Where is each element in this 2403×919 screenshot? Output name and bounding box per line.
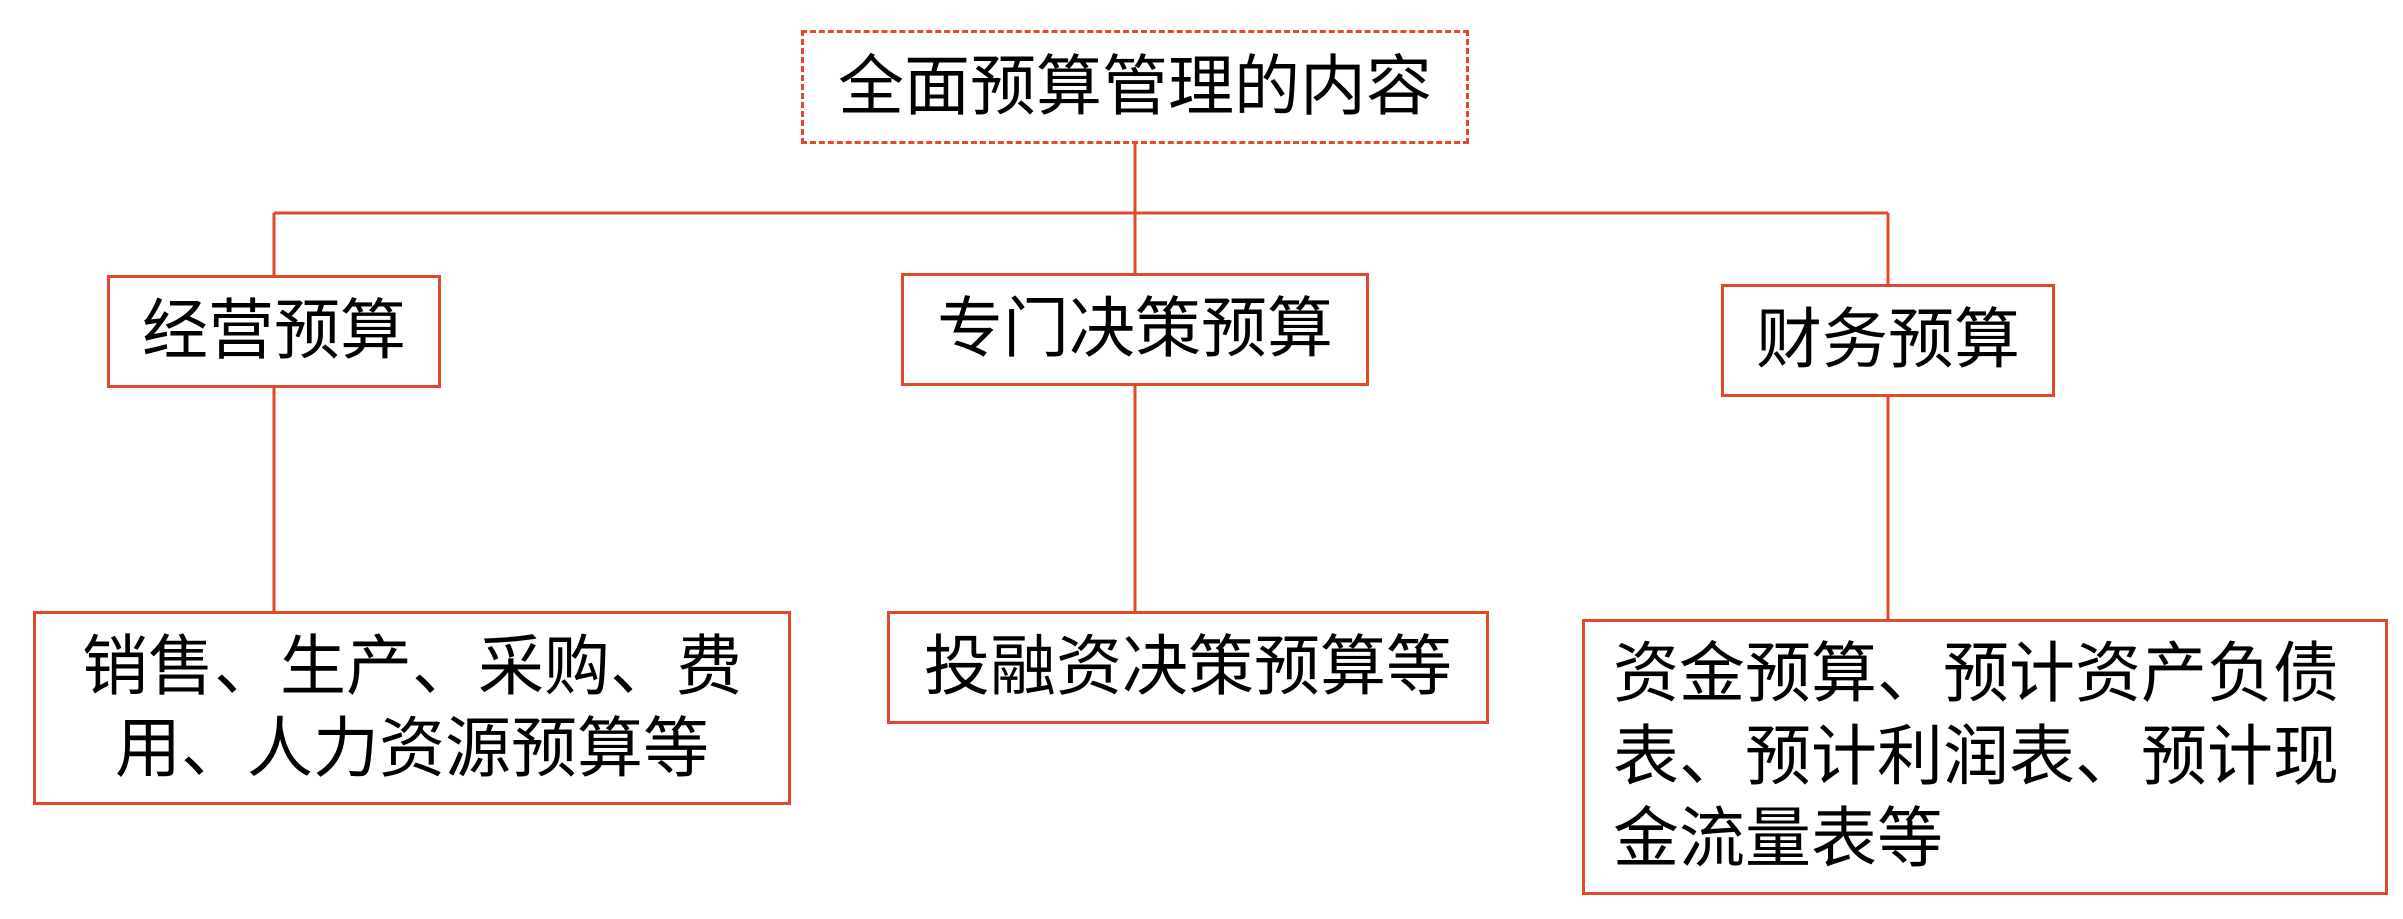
category-label: 经营预算 (142, 292, 406, 370)
detail-text: 资金预算、预计资产负债表、预计利润表、预计现金流量表等 (1613, 635, 2339, 878)
root-label: 全面预算管理的内容 (838, 47, 1432, 125)
detail-node-financial-budget: 资金预算、预计资产负债表、预计利润表、预计现金流量表等 (1582, 619, 2388, 895)
category-node-financial-budget: 财务预算 (1721, 284, 2055, 397)
detail-text: 投融资决策预算等 (924, 628, 1452, 706)
category-label: 财务预算 (1756, 301, 2020, 379)
detail-node-operating-budget: 销售、生产、采购、费用、人力资源预算等 (33, 611, 791, 805)
category-node-operating-budget: 经营预算 (107, 275, 441, 388)
category-label: 专门决策预算 (937, 290, 1333, 368)
category-node-special-decision-budget: 专门决策预算 (901, 273, 1369, 386)
detail-text: 销售、生产、采购、费用、人力资源预算等 (82, 627, 742, 788)
detail-node-special-decision-budget: 投融资决策预算等 (887, 611, 1489, 724)
root-node: 全面预算管理的内容 (801, 30, 1469, 144)
